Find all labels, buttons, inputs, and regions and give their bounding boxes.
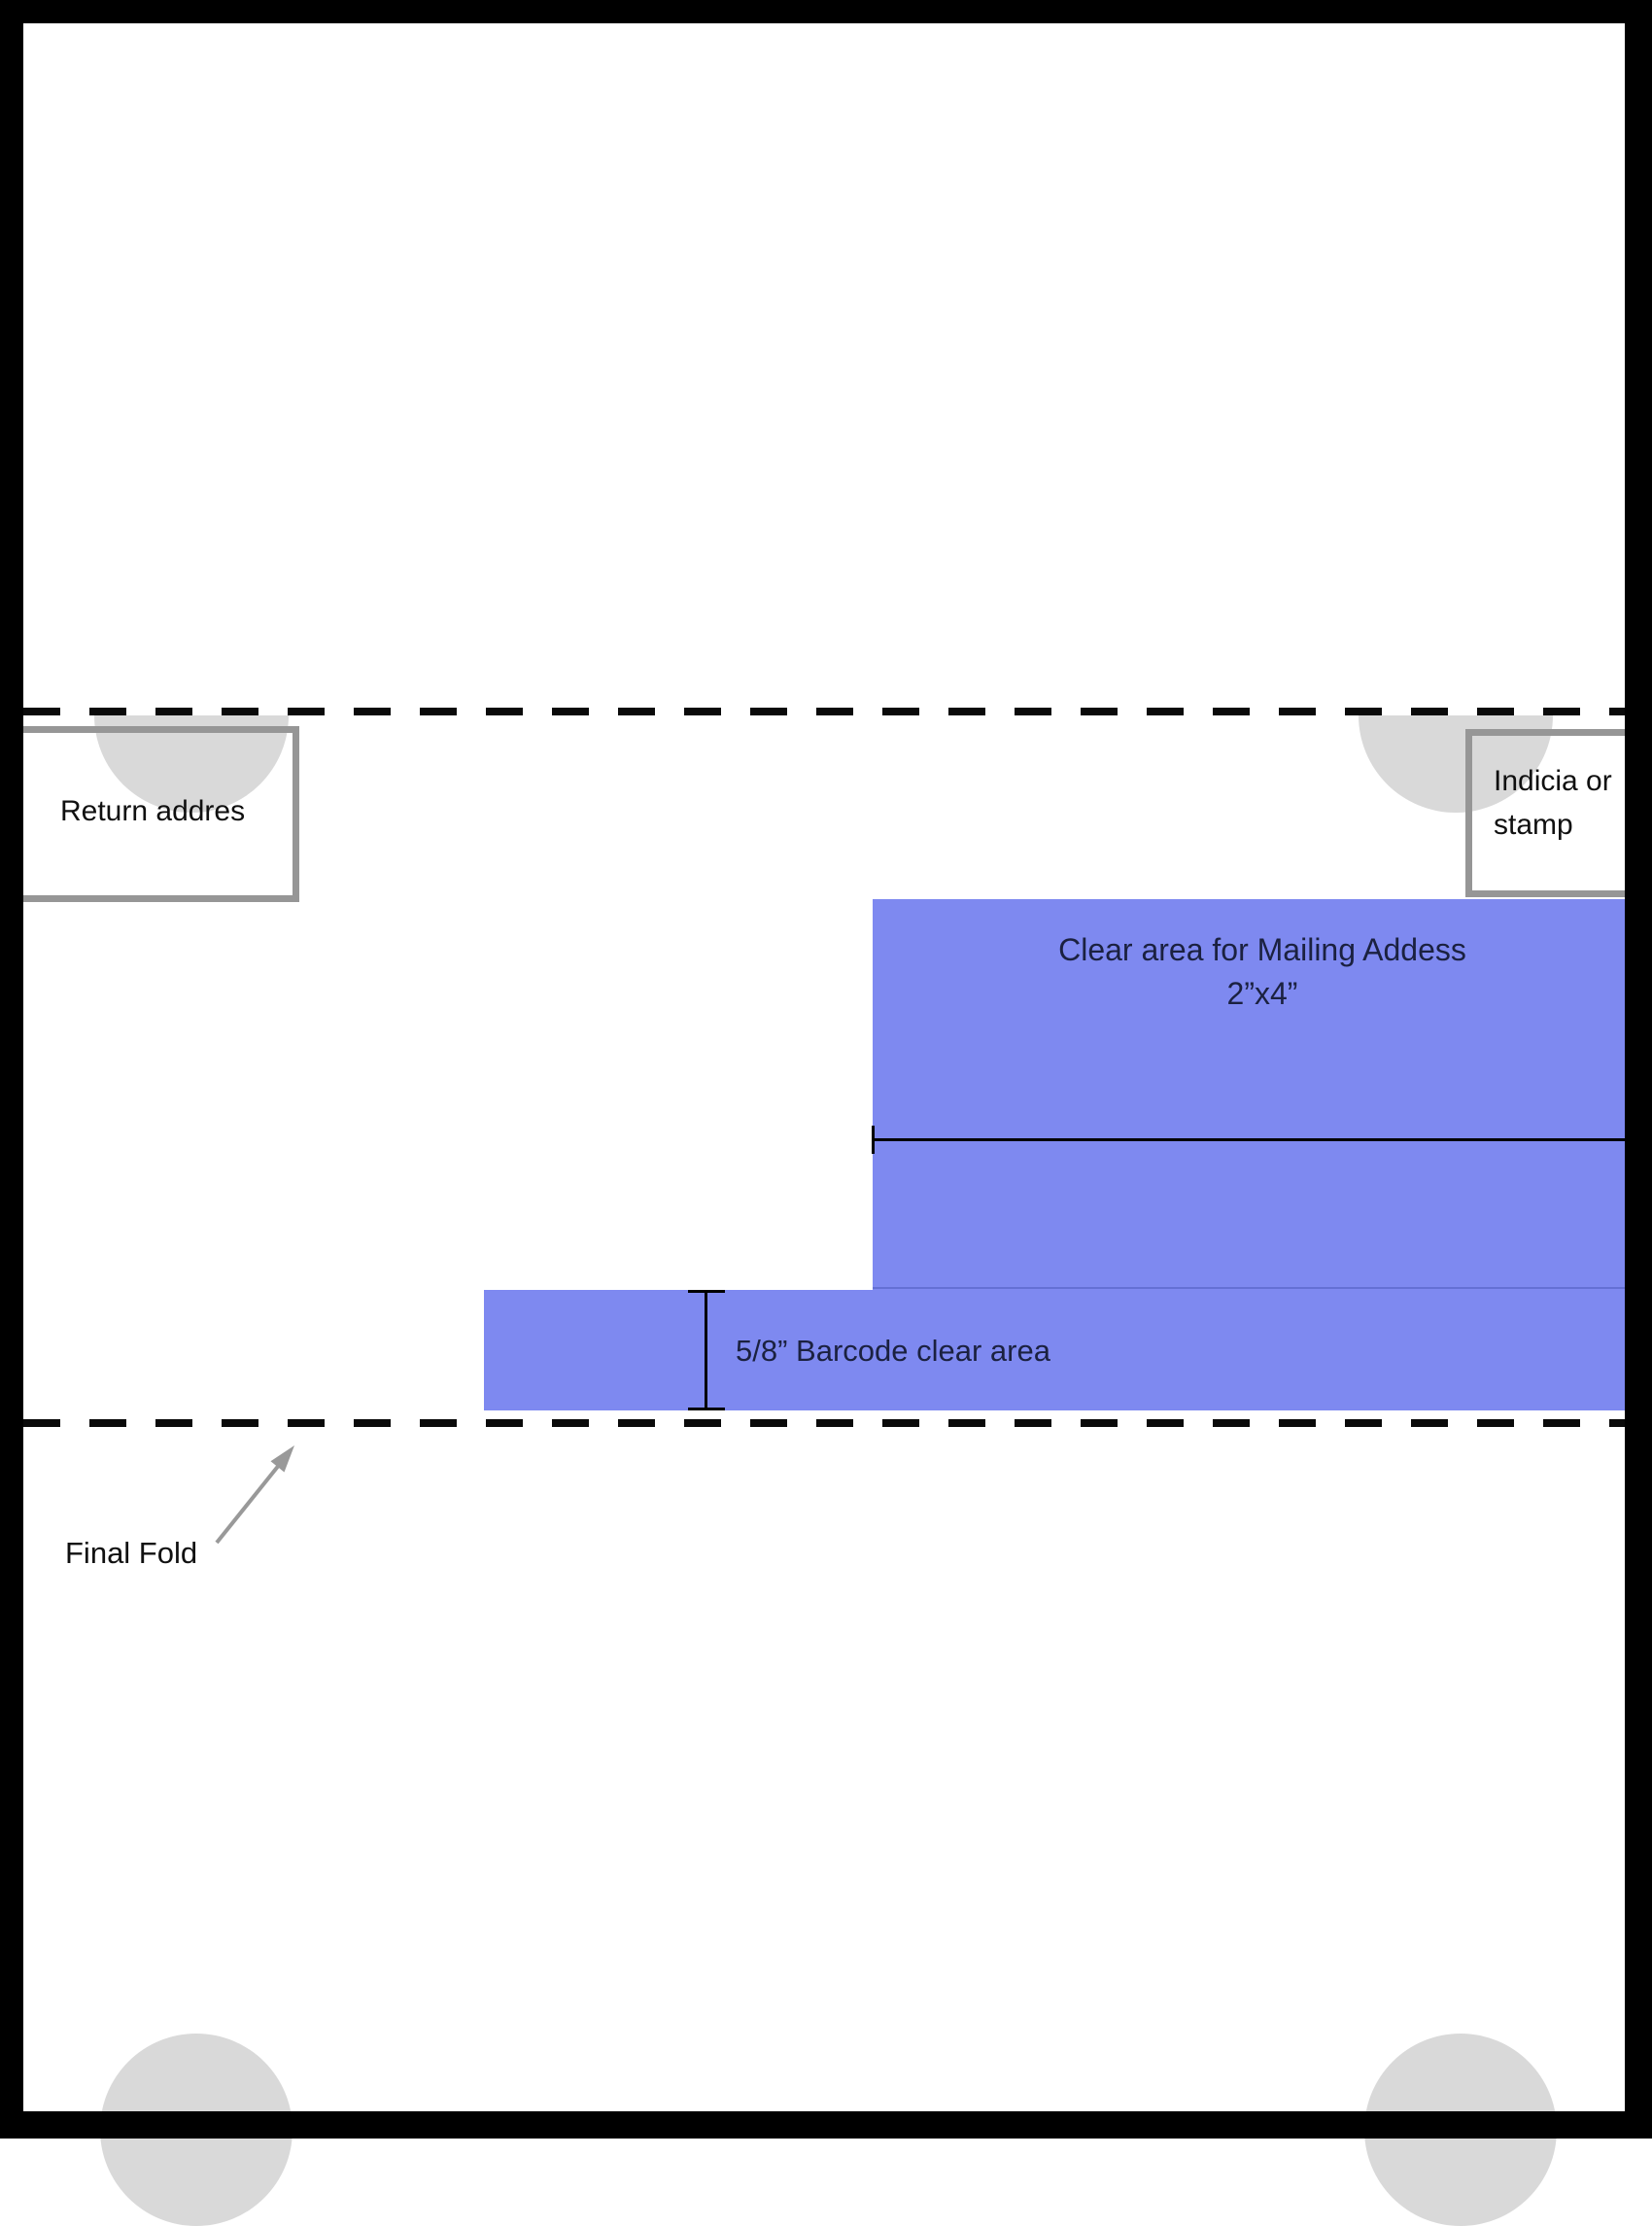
fold-line-dashed-final	[23, 1419, 1629, 1427]
barcode-clear-area-strip	[484, 1290, 873, 1410]
barcode-height-dimension-line	[688, 1290, 725, 1410]
page-border-bottom	[0, 2111, 1652, 2139]
clear-area-seam-line	[873, 1287, 1652, 1289]
width-dimension-line	[872, 1126, 1652, 1154]
final-fold-arrow	[215, 1445, 294, 1545]
barcode-dimension-bottom-tick	[688, 1408, 725, 1410]
barcode-dimension-rule	[705, 1290, 707, 1410]
mailing-address-size-label: 2”x4”	[1226, 976, 1298, 1012]
fold-line-dashed-top	[23, 708, 1629, 715]
width-dimension-rule	[873, 1138, 1652, 1141]
indicia-stamp-box: Indicia or stamp	[1465, 729, 1652, 897]
barcode-clear-area-label: 5/8” Barcode clear area	[736, 1334, 1050, 1368]
page-border-top	[0, 0, 1652, 23]
final-fold-label: Final Fold	[65, 1536, 198, 1570]
return-address-box: Return addres	[10, 726, 299, 902]
page-border-left	[0, 0, 23, 2139]
return-address-label: Return addres	[60, 795, 246, 827]
indicia-stamp-label: Indicia or stamp	[1494, 765, 1612, 841]
mailing-address-clear-area-label: Clear area for Mailing Addess	[1058, 932, 1466, 967]
mailing-address-clear-area: Clear area for Mailing Addess 2”x4”	[873, 899, 1652, 1410]
page-border-right	[1625, 0, 1652, 2139]
